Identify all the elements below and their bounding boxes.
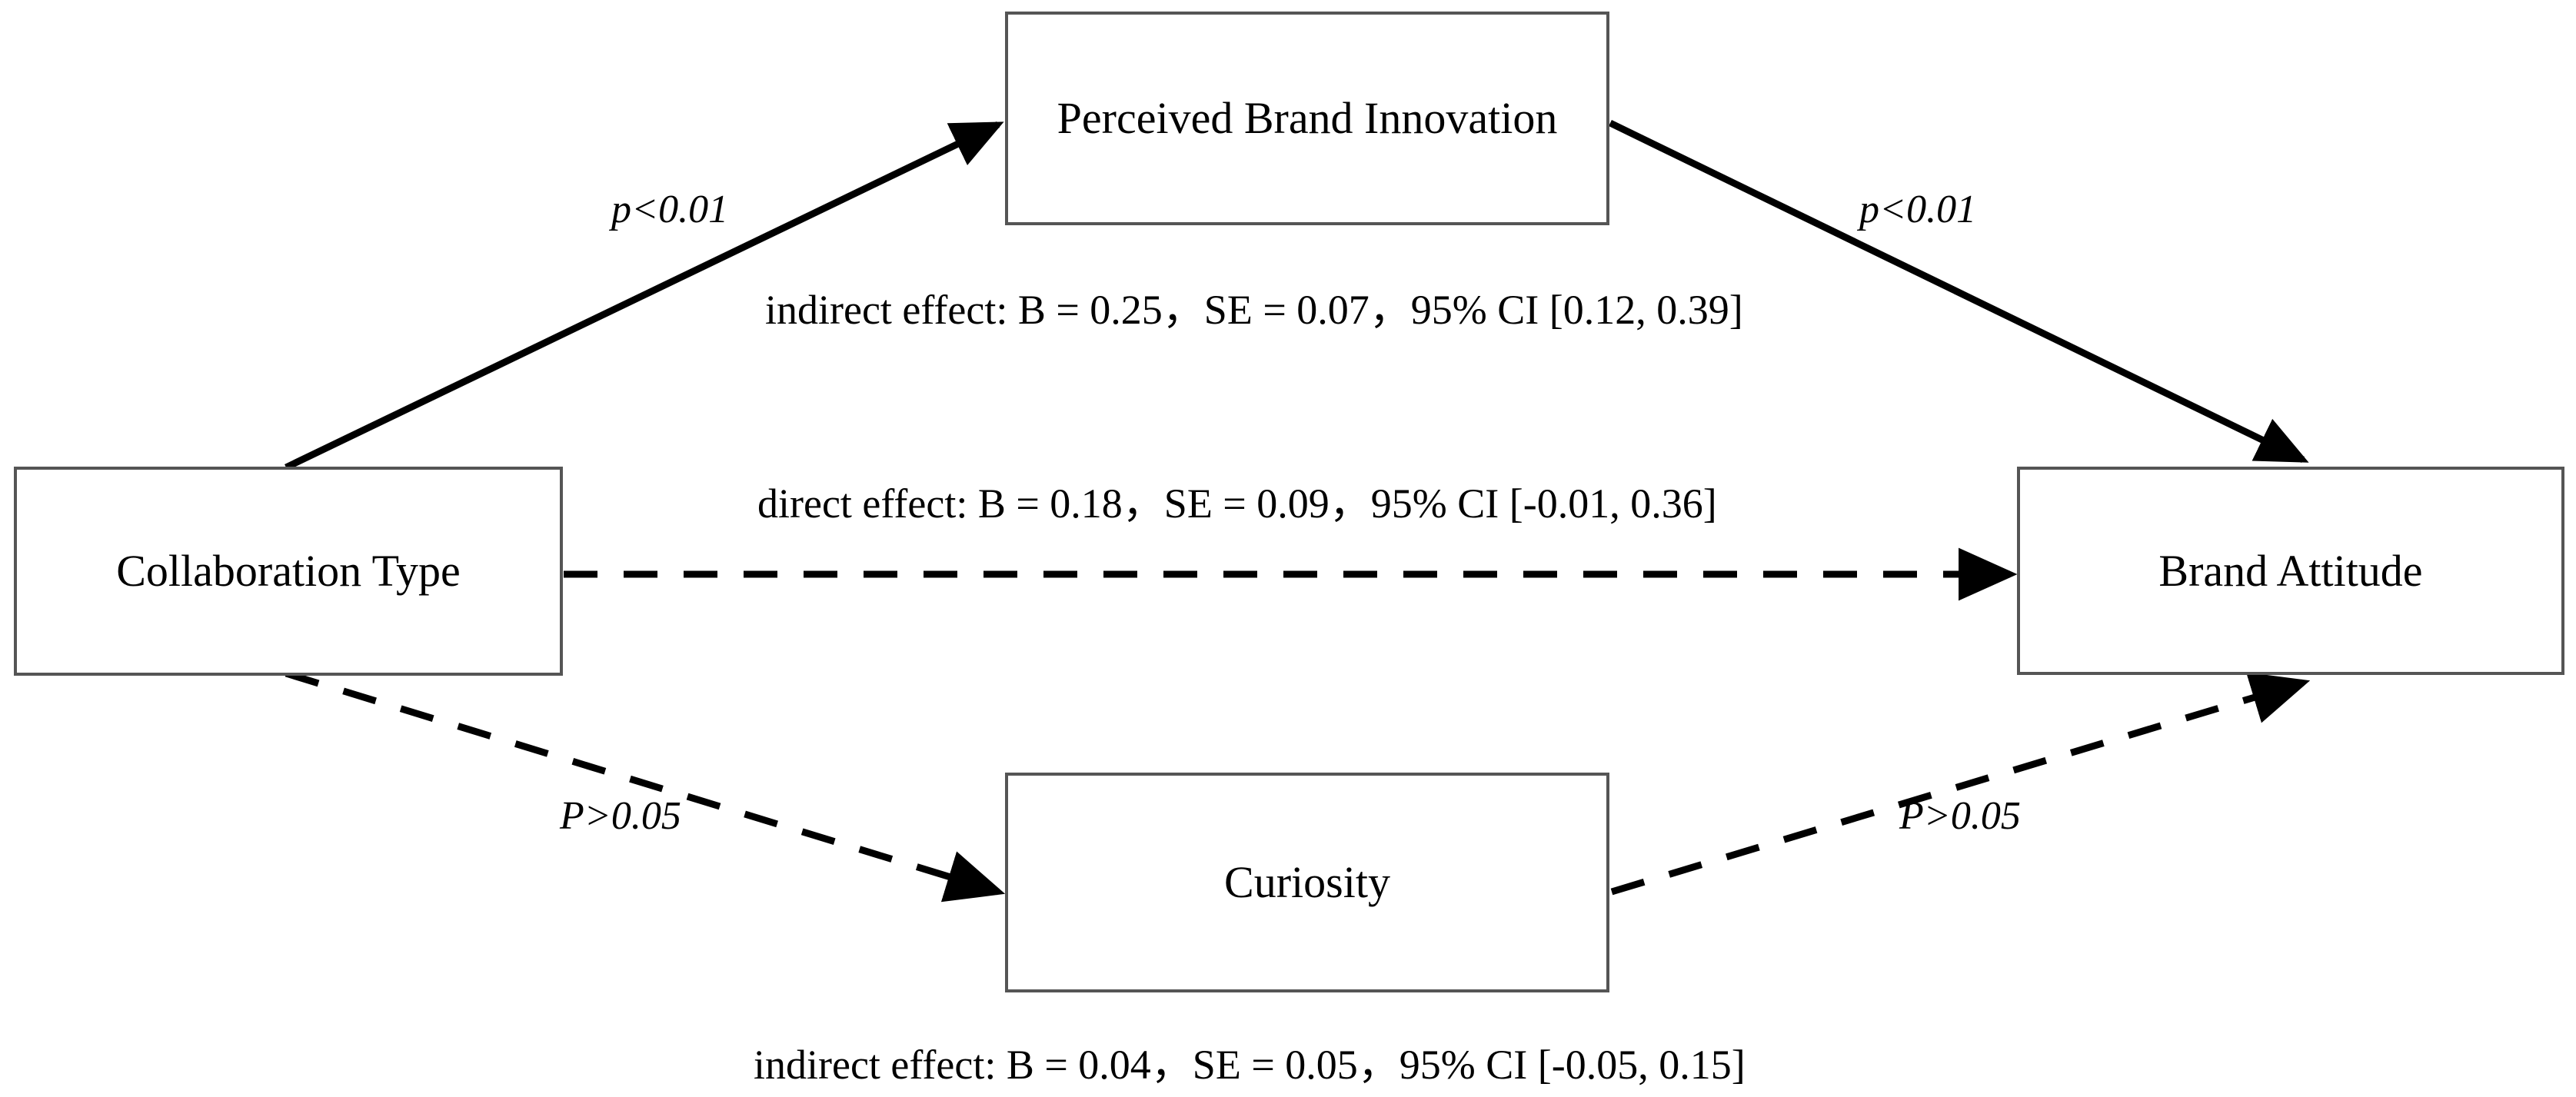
edge-label-a-path: p<0.01 bbox=[611, 188, 729, 231]
edge-c1-path-line bbox=[285, 670, 1006, 903]
edge-c2-path-line bbox=[1610, 672, 2311, 896]
edge-b-path-line bbox=[1609, 119, 2309, 464]
node-brand-attitude: Brand Attitude bbox=[2017, 467, 2564, 675]
edge-label-c1-path: P>0.05 bbox=[560, 794, 681, 838]
indirect-effect-lower-text: indirect effect: B = 0.04，SE = 0.05，95% … bbox=[754, 1042, 1746, 1088]
node-collaboration-type-label: Collaboration Type bbox=[116, 546, 461, 597]
node-perceived-brand-innovation: Perceived Brand Innovation bbox=[1005, 12, 1609, 225]
edge-a-path-line bbox=[285, 121, 1004, 471]
edge-label-c2-path: P>0.05 bbox=[1899, 794, 2021, 838]
direct-effect-text: direct effect: B = 0.18，SE = 0.09，95% CI… bbox=[757, 480, 1717, 527]
node-curiosity: Curiosity bbox=[1005, 773, 1609, 992]
node-perceived-brand-innovation-label: Perceived Brand Innovation bbox=[1057, 93, 1558, 144]
node-brand-attitude-label: Brand Attitude bbox=[2158, 545, 2423, 596]
node-collaboration-type: Collaboration Type bbox=[14, 467, 563, 676]
edge-label-b-path: p<0.01 bbox=[1859, 188, 1977, 231]
indirect-effect-upper-text: indirect effect: B = 0.25，SE = 0.07，95% … bbox=[765, 287, 1743, 333]
node-curiosity-label: Curiosity bbox=[1224, 857, 1390, 908]
